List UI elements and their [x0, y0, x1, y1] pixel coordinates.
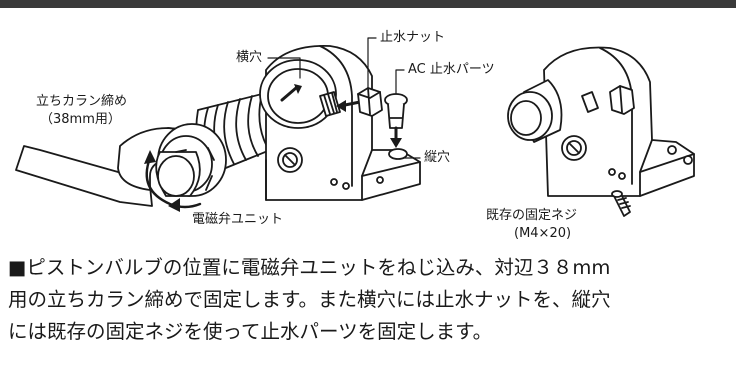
- label-shisui-nut: 止水ナット: [380, 30, 446, 45]
- label-tatechi-line1: 立ちカラン締め: [36, 94, 128, 109]
- label-tateana: 縦穴: [424, 150, 451, 165]
- side-port-thread: [319, 91, 362, 117]
- label-yokoana: 横穴: [236, 50, 263, 65]
- label-kison-screw-line2: (M4×20): [514, 226, 572, 241]
- leader-yokoana: [267, 57, 301, 79]
- solenoid-valve-unit: [155, 91, 283, 197]
- assembled-faucet: [507, 46, 695, 197]
- caption-line-3: には既存の固定ネジを使って止水パーツを固定します。: [8, 320, 493, 343]
- rotation-arrow: [145, 156, 202, 209]
- faucet-body: [259, 45, 421, 201]
- ac-stop-water-part: [384, 93, 408, 148]
- label-tatechi-line2: （38mm用）: [40, 112, 121, 127]
- caption-line-1: ■ピストンバルブの位置に電磁弁ユニットをねじ込み、対辺３８mm: [8, 256, 611, 279]
- instruction-caption: ■ピストンバルブの位置に電磁弁ユニットをねじ込み、対辺３８mm 用の立ちカラン締…: [8, 252, 736, 348]
- existing-fixing-screw: [611, 190, 631, 217]
- label-kison-screw-line1: 既存の固定ネジ: [486, 208, 578, 223]
- installation-illustration: [15, 37, 695, 217]
- leader-shisui-nut: [367, 37, 377, 89]
- header-bar: [0, 0, 736, 8]
- leader-ac-parts: [395, 69, 405, 95]
- label-ac-parts: AC 止水パーツ: [408, 62, 495, 77]
- stop-water-nut: [357, 87, 383, 117]
- label-solenoid-unit: 電磁弁ユニット: [192, 212, 284, 227]
- caption-line-2: 用の立ちカラン締めで固定します。また横穴には止水ナットを、縦穴: [8, 288, 611, 311]
